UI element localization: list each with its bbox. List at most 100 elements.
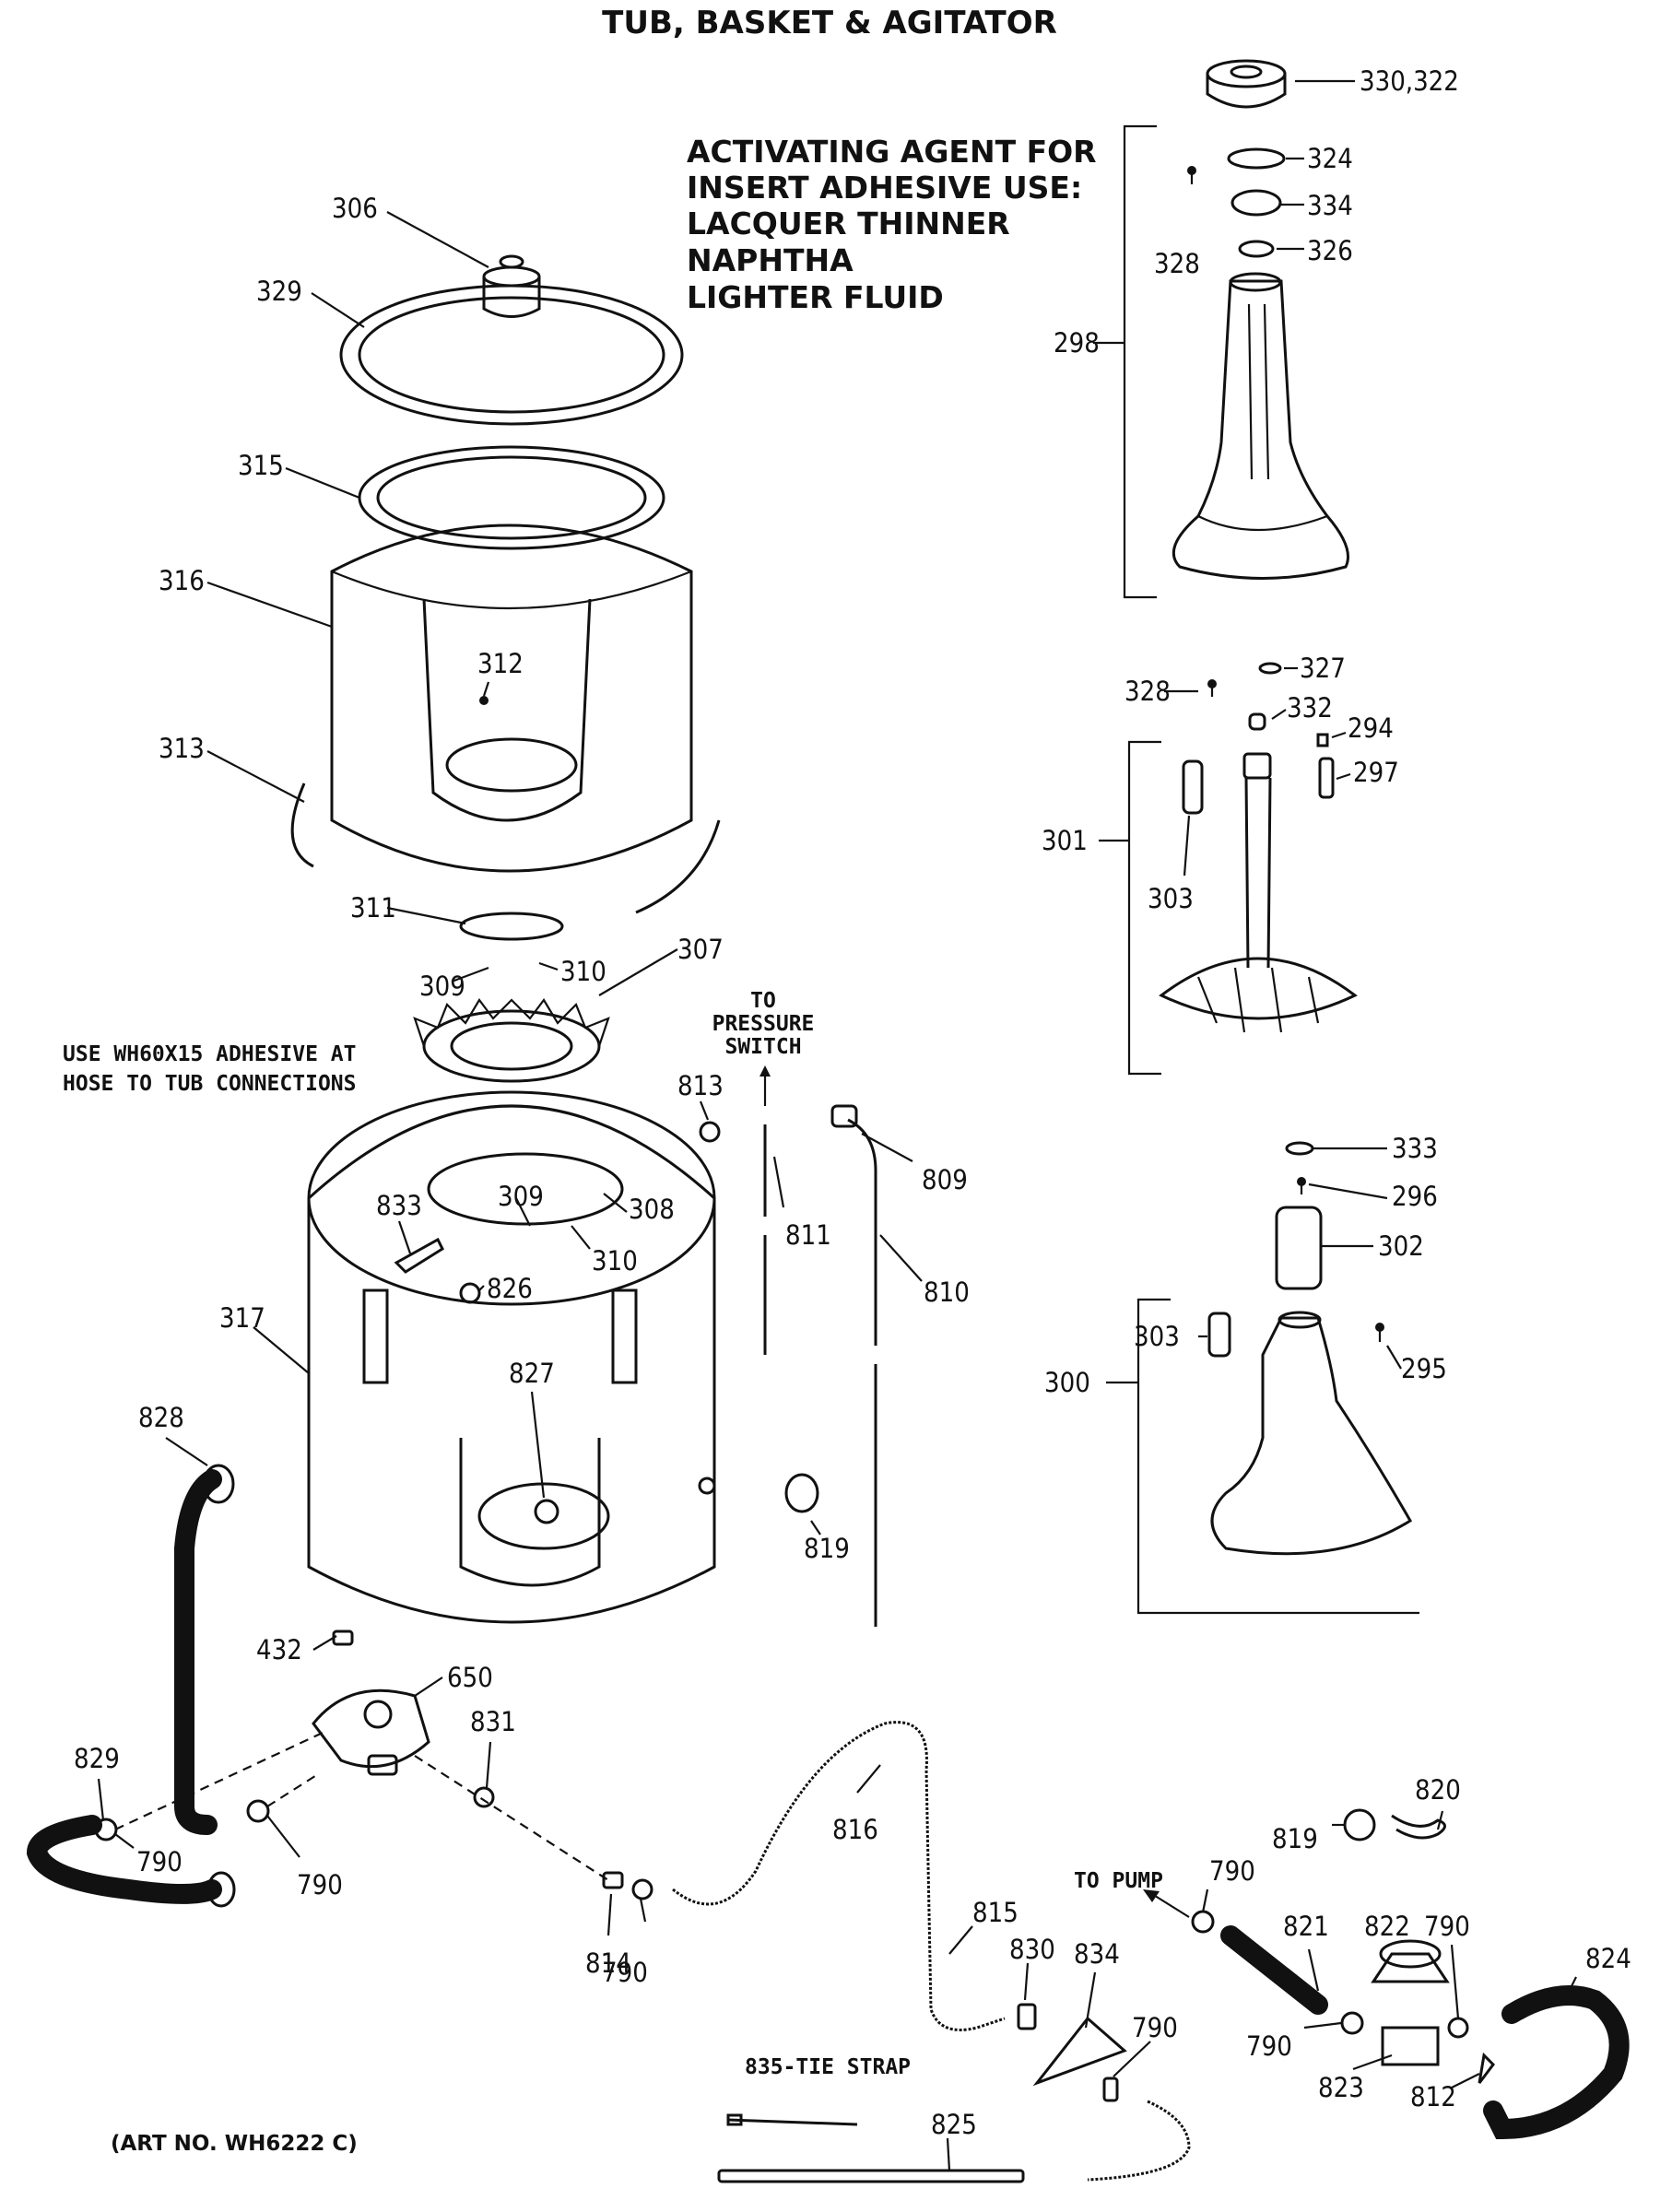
label-833: 833	[376, 1190, 422, 1221]
svg-text:INSERT ADHESIVE USE:: INSERT ADHESIVE USE:	[687, 170, 1082, 206]
svg-text:HOSE TO TUB CONNECTIONS: HOSE TO TUB CONNECTIONS	[63, 1072, 357, 1096]
grommet-819b	[1343, 1808, 1376, 1841]
label-813: 813	[677, 1070, 724, 1101]
label-811: 811	[785, 1219, 831, 1251]
hub-ring-308	[427, 1152, 624, 1226]
label-328b: 328	[1124, 676, 1171, 707]
pressure-hoses	[699, 1104, 877, 1627]
label-828: 828	[138, 1402, 184, 1433]
label-328: 328	[1154, 248, 1200, 279]
outer-tub-assembly	[307, 912, 716, 1624]
label-302: 302	[1378, 1230, 1424, 1262]
label-329: 329	[256, 276, 302, 307]
grommet-819	[784, 1473, 819, 1513]
basket-assembly	[290, 254, 721, 914]
label-309a: 309	[419, 971, 465, 1002]
label-297: 297	[1353, 757, 1399, 788]
label-790g: 790	[1246, 2030, 1292, 2062]
label-307: 307	[677, 934, 724, 965]
clamp-311	[459, 912, 564, 941]
label-303a: 303	[1148, 883, 1194, 914]
label-790e: 790	[1424, 1911, 1470, 1942]
label-829: 829	[74, 1743, 120, 1774]
label-303b: 303	[1134, 1321, 1180, 1352]
label-822: 822	[1364, 1911, 1410, 1942]
part-labels: 330,322 324 334 328 326 298 306 329 315 …	[74, 65, 1631, 2156]
label-298: 298	[1054, 327, 1100, 359]
label-790b: 790	[297, 1869, 343, 1900]
svg-text:ACTIVATING AGENT FOR: ACTIVATING AGENT FOR	[687, 134, 1097, 170]
pump-parts	[1143, 1808, 1630, 2140]
label-827: 827	[509, 1358, 555, 1389]
label-333: 333	[1392, 1133, 1438, 1164]
agitator-cap	[1206, 59, 1287, 88]
label-812: 812	[1410, 2081, 1456, 2112]
svg-text:LACQUER THINNER: LACQUER THINNER	[687, 206, 1010, 241]
pressure-switch-note: TO PRESSURE SWITCH	[712, 989, 815, 1106]
label-316: 316	[159, 565, 205, 596]
label-324: 324	[1307, 143, 1353, 174]
label-820: 820	[1415, 1774, 1461, 1806]
label-790f: 790	[1132, 2012, 1178, 2043]
to-pump-label: TO PUMP	[1074, 1869, 1163, 1893]
label-306: 306	[332, 193, 378, 224]
label-815: 815	[972, 1897, 1019, 1928]
label-330-322: 330,322	[1360, 65, 1459, 97]
adhesive-note: USE WH60X15 ADHESIVE AT HOSE TO TUB CONN…	[63, 1042, 357, 1096]
svg-text:SWITCH: SWITCH	[724, 1035, 801, 1059]
label-825: 825	[931, 2109, 977, 2140]
label-830: 830	[1009, 1934, 1055, 1965]
diagram-title: TUB, BASKET & AGITATOR	[602, 5, 1057, 41]
label-790a: 790	[136, 1846, 183, 1877]
balance-ring-329	[339, 284, 684, 426]
label-313: 313	[159, 733, 205, 764]
leader-lines	[97, 79, 1577, 2171]
agitator-assembly-301	[1127, 662, 1358, 1076]
agitator-assembly-300	[1136, 1141, 1419, 1615]
label-831: 831	[470, 1706, 516, 1737]
label-300: 300	[1044, 1367, 1090, 1398]
svg-text:USE WH60X15 ADHESIVE AT: USE WH60X15 ADHESIVE AT	[63, 1042, 357, 1066]
label-310a: 310	[560, 956, 606, 987]
label-310b: 310	[592, 1245, 638, 1277]
label-334: 334	[1307, 190, 1353, 221]
label-824: 824	[1585, 1943, 1631, 1974]
label-309b: 309	[498, 1181, 544, 1212]
basket-cover-315	[358, 445, 665, 550]
label-826: 826	[487, 1273, 533, 1304]
activating-agent-note: ACTIVATING AGENT FOR INSERT ADHESIVE USE…	[687, 134, 1097, 315]
label-295: 295	[1401, 1353, 1447, 1384]
label-650: 650	[447, 1662, 493, 1693]
label-311: 311	[350, 892, 396, 924]
label-317: 317	[219, 1302, 265, 1334]
label-296: 296	[1392, 1181, 1438, 1212]
label-816: 816	[832, 1814, 878, 1845]
label-315: 315	[238, 450, 284, 481]
svg-text:TO: TO	[750, 989, 776, 1013]
art-number: (ART NO. WH6222 C)	[111, 2132, 358, 2156]
label-814: 814	[585, 1947, 631, 1979]
label-790c: 790	[602, 1957, 648, 1988]
label-819a: 819	[804, 1533, 850, 1564]
agitator-assembly-298	[1123, 59, 1349, 599]
fill-hose-815	[672, 1721, 1191, 2183]
label-819b: 819	[1272, 1823, 1318, 1854]
label-308: 308	[629, 1194, 675, 1225]
label-821: 821	[1283, 1911, 1329, 1942]
label-326: 326	[1307, 235, 1353, 266]
label-790d: 790	[1209, 1855, 1255, 1887]
label-312: 312	[477, 648, 524, 679]
label-294: 294	[1348, 712, 1394, 744]
svg-text:LIGHTER FLUID: LIGHTER FLUID	[687, 279, 944, 315]
label-301: 301	[1042, 825, 1088, 856]
label-834: 834	[1074, 1938, 1120, 1970]
svg-text:NAPHTHA: NAPHTHA	[687, 242, 854, 278]
drain-hoses-left	[26, 1464, 653, 1908]
label-432: 432	[256, 1634, 302, 1665]
label-810: 810	[924, 1277, 970, 1308]
svg-text:PRESSURE: PRESSURE	[712, 1012, 815, 1036]
tie-strap-label: 835-TIE STRAP	[745, 2055, 911, 2079]
label-332: 332	[1287, 692, 1333, 724]
label-327: 327	[1300, 653, 1346, 684]
